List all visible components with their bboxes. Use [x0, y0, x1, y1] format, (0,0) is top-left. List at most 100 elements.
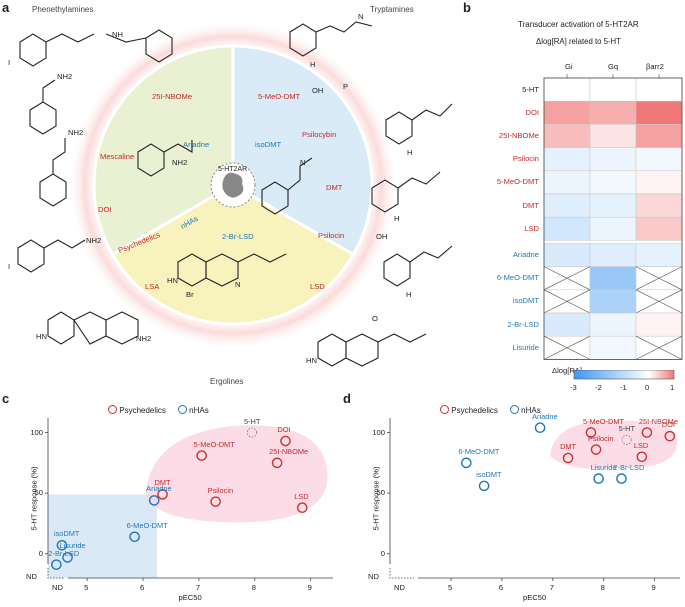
heatmap-cell [589, 77, 637, 102]
wedge-tryptamines [231, 44, 374, 257]
heatmap-nd-cross [635, 289, 683, 314]
heatmap-row-label: 25I-NBOMe [498, 131, 539, 140]
heatmap-row-label: Psilocin [512, 154, 539, 164]
class-tryptamines: Tryptamines [370, 5, 414, 14]
heatmap-row-label: 5-MeO-DMT [496, 177, 539, 187]
wedge-label-dmt: DMT [326, 183, 343, 192]
heatmap-cell [543, 100, 591, 125]
heatmap-cell [543, 266, 591, 291]
heatmap-cell [543, 243, 591, 267]
heatmap-nd-cross [543, 266, 591, 291]
scatter-point [590, 444, 602, 455]
scatter-point [280, 435, 291, 447]
receptor-icon [222, 172, 244, 198]
point-label: Ariadne [532, 411, 558, 421]
heatmap-row-label: 5-HT [522, 84, 539, 94]
y-tick-label: 0 [38, 548, 43, 558]
heatmap-cell [589, 289, 637, 314]
point-label: DMT [154, 478, 171, 488]
heatmap-cell [635, 266, 683, 291]
nd-label-y: ND [368, 572, 379, 581]
point-label: LSD [294, 491, 309, 501]
heatmap-cell [543, 170, 591, 195]
wedge-label-5-meo-dmt: 5-MeO-DMT [258, 92, 301, 101]
legend-item-psychedelics-d: Psychedelics [440, 405, 498, 415]
wedge-label-psilocin: Psilocin [318, 231, 345, 240]
wedge-ergolines [110, 183, 356, 326]
heatmap-cell [635, 147, 683, 172]
class-phenethylamines: Phenethylamines [32, 5, 94, 14]
x-axis-label: pEC50 [523, 593, 547, 602]
wedge-label-psilocybin: Psilocybin [302, 130, 337, 139]
heatmap-nd-cross [635, 266, 683, 291]
heatmap-row-label: Ariadne [512, 250, 539, 259]
heatmap-col-gq: Gq [608, 62, 619, 71]
point-label: Ariadne [146, 484, 172, 494]
point-label: LSD [633, 440, 649, 450]
legend-d: Psychedelics nHAs [440, 405, 541, 415]
point-label: Lisuride [59, 541, 86, 551]
wedge-label-mescaline: Mescaline [100, 152, 135, 161]
atom-p: P [343, 82, 349, 91]
atom-h-2: H [407, 148, 413, 157]
scatter-point [478, 480, 490, 492]
wedge-label-2-br-lsd: 2-Br-LSD [222, 232, 254, 241]
point-label: isoDMT [476, 469, 502, 479]
legend-marker-nhas-d [509, 405, 519, 414]
colorbar-tick-label: 1 [670, 383, 675, 392]
legend-marker-nhas [177, 405, 187, 414]
point-label: 2-Br-LSD [613, 462, 645, 472]
heatmap-cell [543, 147, 591, 172]
y-axis-label: 5-HT response (%) [371, 466, 381, 531]
colorbar-tick-label: -2 [595, 383, 602, 392]
scatter-point [296, 502, 308, 513]
x-tick-label: 9 [651, 583, 656, 592]
y-tick-label: 50 [376, 488, 385, 498]
point-label: Psilocin [588, 433, 614, 443]
wedge-label-isodmt: isoDMT [255, 140, 282, 149]
legend-marker-psychedelics [108, 405, 117, 414]
scatter-point [148, 495, 160, 506]
scatter-point [129, 531, 140, 543]
heatmap-nd-cross [635, 289, 683, 314]
atom-hn-2: HN [167, 276, 178, 285]
panel-a-figure [17, 20, 453, 367]
atom-nh2-5: NH2 [136, 334, 152, 343]
wedge-label-lsd: LSD [310, 282, 325, 291]
center-receptor-label: 5-HT2AR [218, 166, 248, 173]
legend-marker-psychedelics-d [440, 405, 449, 414]
heatmap-title: Transducer activation of 5-HT2AR [518, 20, 639, 29]
heatmap-cell [589, 147, 637, 172]
y-tick-label: 50 [34, 488, 43, 498]
heatmap-cell [543, 124, 591, 148]
heatmap-frame [543, 77, 683, 360]
heatmap-cell [635, 193, 683, 218]
atom-n-2: N [300, 158, 306, 167]
heatmap-row-label: DOI [525, 107, 539, 117]
scatter-point [246, 427, 257, 438]
heatmap-cell [635, 243, 683, 267]
legend-item-nhas-d: nHAs [509, 405, 541, 415]
x-tick-label: 9 [307, 583, 312, 592]
point-label: Psilocin [207, 485, 234, 495]
y-axis-label: 5-HT response (%) [29, 466, 39, 531]
colorbar-label: Δlog[RA] [552, 366, 582, 375]
heatmap-row-label: isoDMT [512, 296, 539, 306]
x-axis-label: pEC50 [178, 593, 202, 602]
scatter-point [593, 473, 604, 484]
point-label: isoDMT [53, 529, 80, 539]
atom-nh2-2: NH2 [68, 128, 84, 137]
legend-item-nhas: nHAs [177, 405, 209, 415]
atom-n-3: N [358, 12, 364, 21]
heatmap-cell [635, 312, 683, 337]
legend-c: Psychedelics nHAs [108, 405, 209, 415]
atom-i-2: I [8, 262, 11, 271]
heatmap-cell [589, 243, 637, 267]
scatter-point [196, 450, 207, 461]
wedge-label-doi: DOI [98, 205, 112, 214]
atom-br: Br [186, 290, 194, 299]
heatmap-cell [589, 193, 637, 218]
heatmap-row-label: LSD [524, 223, 539, 233]
atom-oh: OH [312, 86, 324, 95]
atom-nh-1: NH [112, 30, 123, 39]
